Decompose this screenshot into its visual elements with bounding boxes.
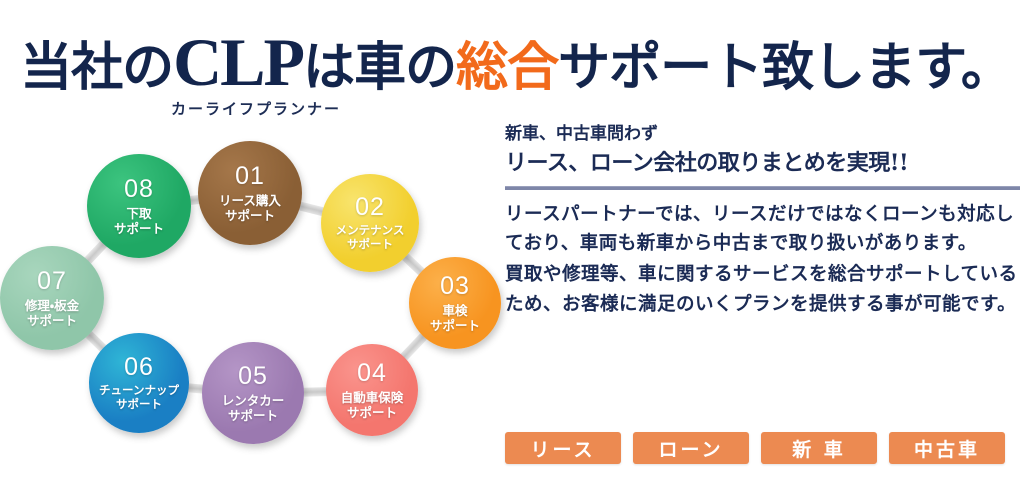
- service-node-label: 修理・板金サポート: [21, 298, 83, 328]
- service-node-label-line1: 車検: [442, 302, 468, 318]
- service-node-label-line2: サポート: [224, 207, 275, 223]
- service-node-number: 03: [440, 271, 470, 300]
- service-node-label-line2: サポート: [429, 317, 480, 333]
- service-node-07[interactable]: 07 修理・板金サポート: [0, 246, 104, 350]
- service-node-label-line2: サポート: [26, 312, 77, 328]
- service-node-label: 下取サポート: [110, 206, 168, 236]
- panel-paragraph-2: 買取や修理等、車に関するサービスを総合サポートしているため、お客様に満足のいくプ…: [505, 264, 1018, 315]
- service-node-number: 02: [355, 192, 385, 221]
- service-node-label-line2: サポート: [116, 396, 162, 411]
- service-node-04[interactable]: 04 自動車保険サポート: [326, 344, 418, 436]
- service-node-08[interactable]: 08 下取サポート: [87, 154, 191, 258]
- service-node-number: 07: [37, 266, 67, 295]
- service-tag-3[interactable]: 新 車: [761, 432, 877, 464]
- service-tag-list: リースローン新 車中古車: [505, 432, 1005, 464]
- service-node-label: レンタカーサポート: [218, 393, 289, 423]
- service-node-label: メンテナンスサポート: [332, 222, 409, 252]
- panel-divider: [505, 185, 1020, 190]
- service-node-label: 車検サポート: [426, 303, 484, 333]
- headline-clp-abbreviation: CLP: [173, 24, 305, 100]
- service-node-05[interactable]: 05 レンタカーサポート: [202, 342, 304, 444]
- panel-subheading-line2: リース、ローン会社の取りまとめを実現!!: [505, 150, 909, 177]
- service-tag-2[interactable]: ローン: [633, 432, 749, 464]
- service-node-label-line1: メンテナンス: [335, 222, 405, 237]
- page-headline: 当社のCLPは車の総合サポート致します。: [0, 28, 1032, 108]
- service-node-label-line1: リース購入: [219, 192, 281, 208]
- service-node-label-line2: サポート: [346, 404, 397, 420]
- service-node-label-line1: チューンナップ: [99, 382, 179, 397]
- service-node-label: 自動車保険サポート: [337, 390, 408, 420]
- service-node-label-line1: 自動車保険: [340, 389, 404, 405]
- service-node-label: リース購入サポート: [215, 193, 285, 223]
- service-node-number: 05: [238, 361, 268, 390]
- headline-part3: サポート致します。: [558, 40, 1013, 97]
- service-tag-4[interactable]: 中古車: [889, 432, 1005, 464]
- headline-ruby-row: カーライフプランナー: [0, 98, 1032, 119]
- service-node-03[interactable]: 03 車検サポート: [409, 257, 501, 349]
- headline-part2: は車の: [303, 40, 457, 97]
- service-node-number: 01: [235, 161, 265, 190]
- clp-ruby-text: カーライフプランナー: [170, 102, 341, 118]
- headline-part1: 当社の: [20, 40, 174, 97]
- service-node-label-line1: 下取: [126, 205, 152, 221]
- service-node-number: 04: [357, 358, 387, 387]
- headline-accent-word: 総合: [456, 40, 559, 97]
- service-node-number: 06: [124, 352, 154, 381]
- panel-paragraph-1: リースパートナーでは、リースだけではなくローンも対応しており、車両も新車から中古…: [505, 203, 1015, 255]
- service-node-label: チューンナップサポート: [95, 382, 183, 412]
- service-node-number: 08: [124, 174, 154, 203]
- service-node-01[interactable]: 01 リース購入サポート: [198, 141, 302, 245]
- service-node-label-line1: レンタカー: [221, 392, 285, 408]
- service-tag-1[interactable]: リース: [505, 432, 621, 464]
- panel-subheading-line1: 新車、中古車問わず: [505, 124, 658, 144]
- service-node-label-line2: サポート: [113, 220, 164, 236]
- service-node-label-line2: サポート: [347, 236, 393, 251]
- description-panel: 新車、中古車問わず リース、ローン会社の取りまとめを実現!! リースパートナーで…: [505, 124, 1025, 319]
- service-node-label-line1: 修理・板金: [24, 297, 80, 313]
- service-node-label-line2: サポート: [227, 407, 278, 423]
